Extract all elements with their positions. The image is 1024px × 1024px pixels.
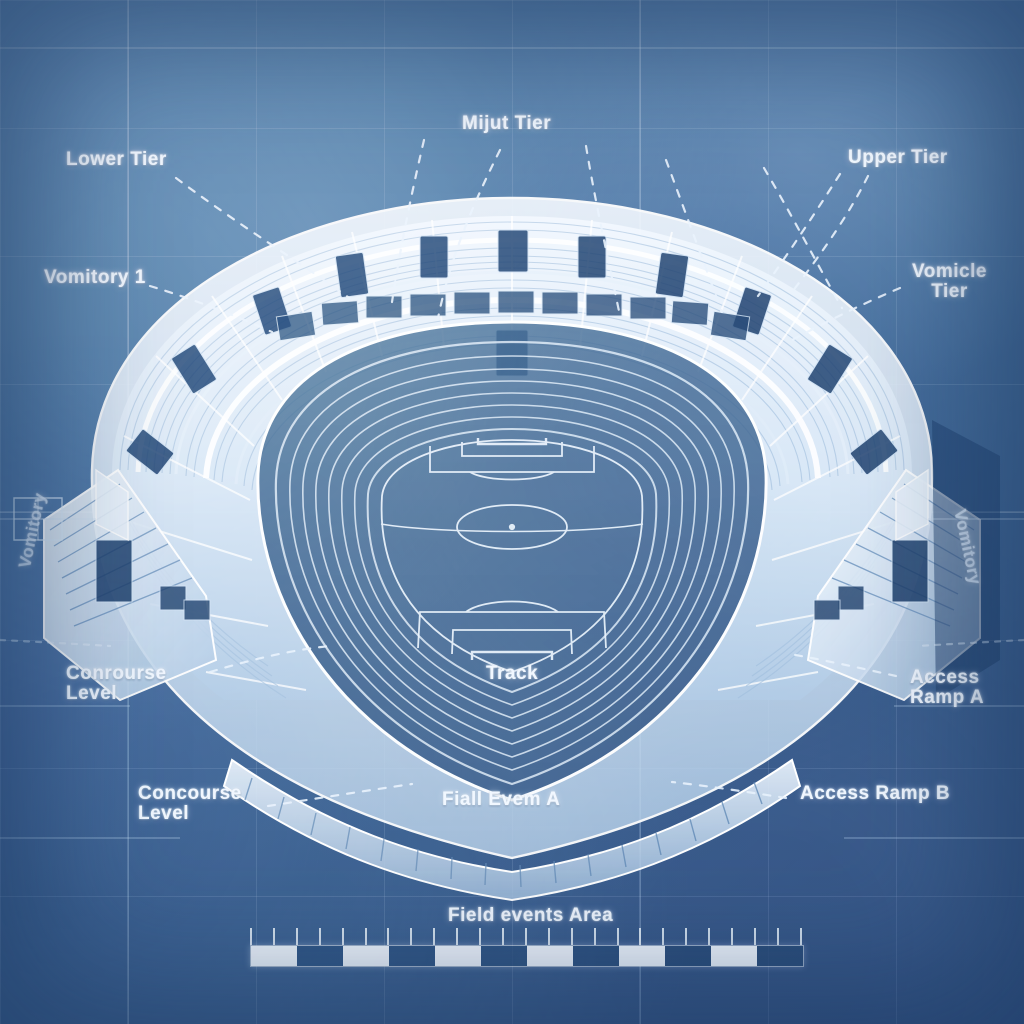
callout-upper-tier[interactable]: Upper Tier [848,147,948,168]
callout-leader-lines [0,138,1024,808]
callout-access-ramp-a[interactable]: Access Ramp A [910,667,985,708]
callout-access-ramp-b[interactable]: Access Ramp B [800,783,951,804]
scale-bar [250,945,804,967]
access-ramp-left [13,468,218,702]
soccer-pitch-markings [380,438,644,673]
callout-vomitory-1[interactable]: Vomitory 1 [44,267,146,288]
scale-segment [343,946,389,966]
scale-segment [435,946,481,966]
scale-segment [573,946,619,966]
callout-field-event-a[interactable]: Fiall Evem A [442,789,561,810]
scale-segment [527,946,573,966]
concourse-level-wall [222,758,802,902]
access-ramp-right [806,420,1000,702]
running-track [274,340,750,786]
callout-concourse-level-upper[interactable]: Conrourse Level [66,663,167,704]
callout-field-events-area[interactable]: Field events Area [448,905,614,926]
fold-crease-horizontal-top [0,47,1024,49]
scale-segment [297,946,343,966]
scale-bar-ticks [250,928,802,945]
callout-concourse-level-lower[interactable]: Concourse Level [138,783,242,824]
dimension-lines [0,518,1024,839]
scale-segment [757,946,803,966]
scale-segment [251,946,297,966]
scale-segment [481,946,527,966]
callout-mid-tier[interactable]: Mijut Tier [462,113,552,134]
scale-segment [619,946,665,966]
callout-lower-tier[interactable]: Lower Tier [66,149,167,170]
scale-segment [665,946,711,966]
callout-vomicle-tier[interactable]: Vomicle Tier [912,261,987,302]
callout-track[interactable]: Track [486,663,539,684]
scale-segment [711,946,757,966]
scale-segment [389,946,435,966]
